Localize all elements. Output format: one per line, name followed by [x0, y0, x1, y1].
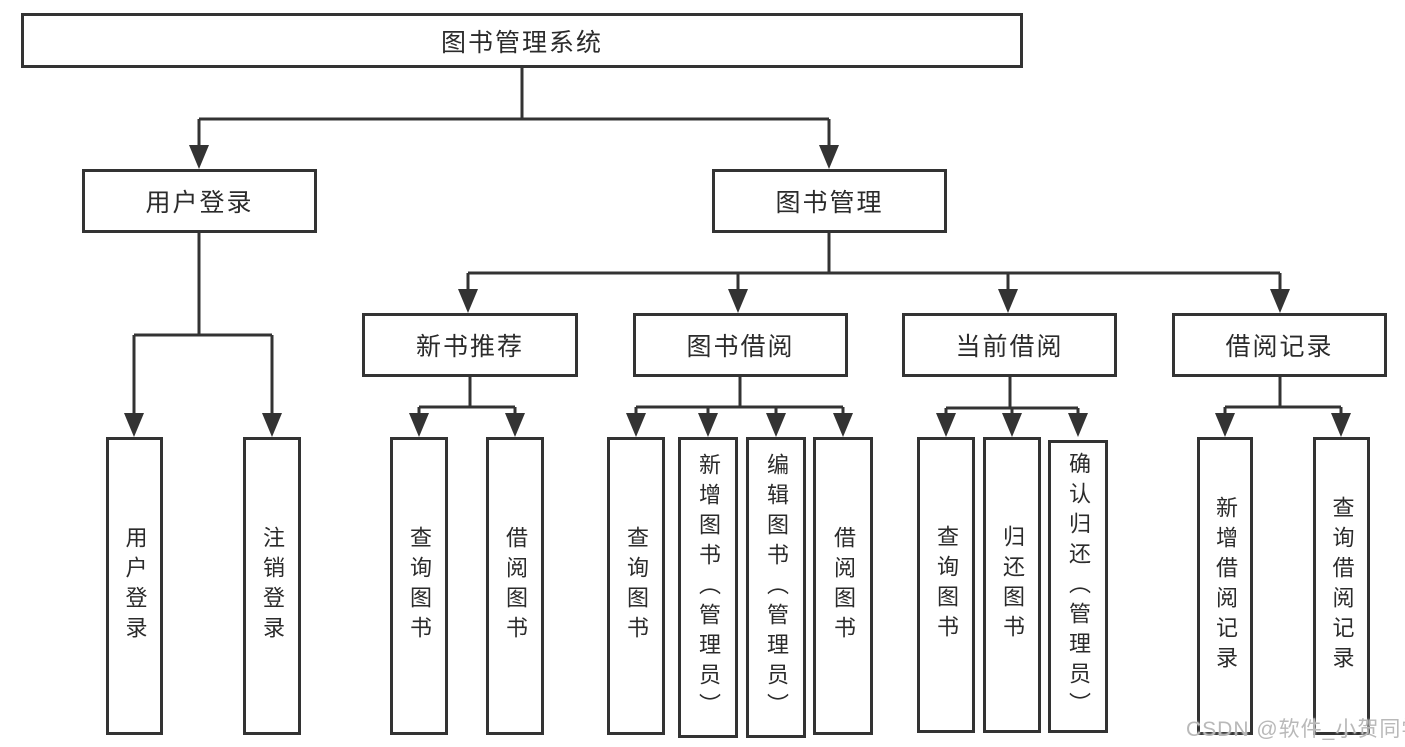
- leaf-records-query-record: 查询借阅记录: [1313, 437, 1370, 735]
- leaf-recommend-query-books: 查询图书: [390, 437, 448, 735]
- node-label: 归还图书: [1000, 525, 1025, 645]
- leaf-borrowing-add-books-admin: 新增图书（管理员）: [678, 437, 738, 738]
- node-library-system: 图书管理系统: [21, 13, 1023, 68]
- leaf-borrowing-query-books: 查询图书: [607, 437, 665, 735]
- node-label: 查询图书: [624, 526, 649, 646]
- node-label: 图书借阅: [686, 333, 795, 361]
- leaf-current-confirm-return-admin: 确认归还（管理员）: [1048, 440, 1108, 733]
- node-user-login: 用户登录: [82, 169, 317, 233]
- node-label: 确认归还（管理员）: [1066, 451, 1091, 722]
- leaf-current-return-books: 归还图书: [983, 437, 1041, 733]
- leaf-current-query-books: 查询图书: [917, 437, 975, 733]
- node-label: 注销登录: [260, 526, 285, 646]
- node-current-borrowing: 当前借阅: [902, 313, 1117, 377]
- node-label: 借阅图书: [503, 526, 528, 646]
- watermark: CSDN @软件_小贺同学: [1186, 718, 1405, 741]
- leaf-borrowing-borrow-books: 借阅图书: [813, 437, 873, 735]
- leaf-user-login: 用户登录: [106, 437, 163, 735]
- node-label: 查询图书: [934, 525, 959, 645]
- node-label: 编辑图书（管理员）: [764, 452, 789, 723]
- node-label: 新书推荐: [415, 333, 524, 361]
- node-label: 用户登录: [145, 189, 254, 217]
- node-label: 图书管理系统: [440, 28, 603, 57]
- node-borrowing-records: 借阅记录: [1172, 313, 1387, 377]
- leaf-borrowing-edit-books-admin: 编辑图书（管理员）: [746, 437, 806, 738]
- node-label: 查询图书: [407, 526, 432, 646]
- leaf-logout: 注销登录: [243, 437, 301, 735]
- node-book-borrowing: 图书借阅: [633, 313, 848, 377]
- leaf-recommend-borrow-books: 借阅图书: [486, 437, 544, 735]
- node-label: 图书管理: [775, 189, 884, 217]
- node-label: 新增借阅记录: [1213, 496, 1238, 676]
- node-label: 用户登录: [122, 526, 148, 646]
- node-new-book-recommend: 新书推荐: [362, 313, 578, 377]
- node-book-management: 图书管理: [712, 169, 947, 233]
- node-label: 借阅记录: [1225, 333, 1334, 361]
- node-label: 新增图书（管理员）: [696, 452, 721, 723]
- node-label: 当前借阅: [955, 333, 1064, 361]
- node-label: 借阅图书: [831, 526, 856, 646]
- leaf-records-add-record: 新增借阅记录: [1197, 437, 1253, 735]
- node-label: 查询借阅记录: [1329, 496, 1355, 676]
